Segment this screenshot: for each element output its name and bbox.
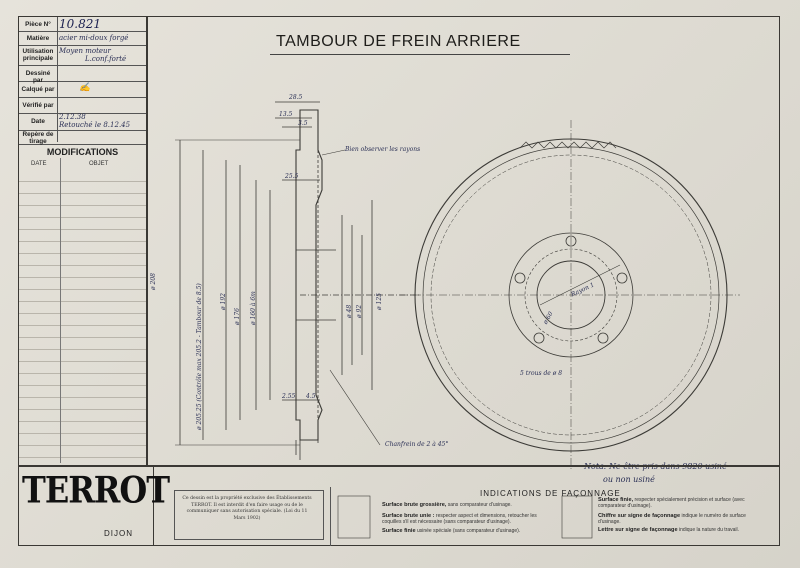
dim-a: 13.5	[279, 111, 293, 118]
modifications-col-date: DATE	[31, 161, 47, 167]
logo-box	[18, 465, 154, 546]
verifie-label: Vérifié par	[22, 102, 54, 109]
rayon-note: Bien observer les rayons	[345, 146, 421, 153]
chanfrein-note: Chanfrein de 2 à 45°	[385, 441, 449, 448]
faconnage-item-1-text: sans comparateur d'usinage.	[447, 502, 512, 508]
faconnage-item-1: Surface brute grossière, sans comparateu…	[382, 502, 552, 508]
faconnage-item-4-title: Surface finie,	[598, 497, 634, 503]
date-value-2: Retouché le 8.12.45	[59, 121, 131, 129]
date-label: Date	[31, 118, 45, 125]
section-profile	[295, 109, 323, 441]
piece-label: Pièce N°	[25, 21, 51, 28]
faconnage-item-2-title: Surface brute unie :	[382, 513, 435, 519]
row-repere: Repère de tirage	[19, 130, 146, 145]
modifications-col-objet: OBJET	[89, 161, 109, 167]
nota-line-2: ou non usiné	[603, 475, 655, 484]
faconnage-item-3-title: Surface finie	[382, 528, 416, 534]
dim-mid: 25.5	[285, 173, 299, 180]
title-block-divider	[57, 17, 58, 142]
diam-3: ø 192	[220, 293, 227, 310]
faconnage-item-2-text: respecter aspect et dimensions, retouche…	[382, 513, 537, 525]
drawing-title: TAMBOUR DE FREIN ARRIERE	[276, 33, 521, 50]
faconnage-item-6-title: Lettre sur signe de façonnage	[598, 527, 678, 533]
diam-4: ø 176	[234, 308, 241, 325]
faconnage-item-4: Surface finie, respecter spécialement pr…	[598, 497, 768, 509]
matiere-value: acier mi-doux forgé	[59, 34, 129, 42]
left-panel-border	[146, 16, 148, 466]
diam-2: ø 205.25 (Contrôle max 205.2 - Tambour d…	[196, 283, 203, 430]
faconnage-item-3-text: usinée spéciale (sans comparateur d'usin…	[416, 528, 521, 534]
faconnage-item-6: Lettre sur signe de façonnage indique la…	[598, 527, 768, 533]
faconnage-title: INDICATIONS DE FAÇONNAGE	[480, 489, 621, 498]
drawing-frame	[18, 16, 780, 546]
calque-signature: ✍	[79, 83, 91, 93]
diam-7: ø 92	[356, 304, 363, 318]
faconnage-item-4-text: respecter spécialement précision et surf…	[598, 497, 745, 509]
logo-subtitle: DIJON	[104, 529, 133, 538]
row-matiere: Matière acier mi-doux forgé	[19, 31, 146, 46]
modifications-lines	[19, 170, 146, 460]
date-value-1: 2.12.38	[59, 113, 86, 121]
dessine-label: Dessiné par	[25, 70, 51, 84]
row-verifie: Vérifié par	[19, 97, 146, 114]
faconnage-item-5: Chiffre sur signe de façonnage indique l…	[598, 513, 768, 525]
property-notice: Ce dessin est la propriété exclusive des…	[182, 496, 312, 521]
dim-b: 3.5	[298, 120, 308, 127]
utilisation-label: Utilisation principale	[22, 48, 54, 62]
diam-9: ø 48	[346, 304, 353, 318]
title-underline	[270, 54, 570, 55]
notice-box	[174, 490, 324, 540]
diam-outer: ø 208	[150, 273, 157, 290]
nota-line-1: Nota: Ne être pris dans 9820 usiné	[584, 462, 727, 471]
row-calque: Calqué par ✍	[19, 81, 146, 98]
utilisation-value-1: Moyen moteur	[59, 47, 111, 55]
bottom-block-line	[18, 465, 780, 467]
dim-bottom-1: 2.55	[282, 393, 296, 400]
faconnage-item-6-text: indique la nature du travail.	[678, 527, 740, 533]
piece-value: 10.821	[59, 17, 101, 31]
modifications-divider	[60, 158, 61, 463]
faconnage-item-1-title: Surface brute grossière,	[382, 502, 447, 508]
row-dessine: Dessiné par	[19, 65, 146, 84]
calque-label: Calqué par	[21, 86, 55, 93]
dim-bottom-2: 4.5	[306, 393, 316, 400]
faconnage-box	[330, 487, 781, 546]
trous-note: 5 trous de ø 8	[520, 370, 563, 377]
matiere-label: Matière	[26, 35, 50, 42]
diam-6: ø 125	[376, 293, 383, 310]
faconnage-item-5-text: indique le numéro de surface d'usinage.	[598, 513, 746, 525]
faconnage-item-5-title: Chiffre sur signe de façonnage	[598, 513, 681, 519]
faconnage-item-2: Surface brute unie : respecter aspect et…	[382, 513, 552, 525]
row-date: Date 2.12.38 Retouché le 8.12.45	[19, 113, 146, 131]
row-piece: Pièce N° 10.821	[19, 17, 146, 32]
terrot-logo: TERROT	[22, 468, 170, 512]
repere-label: Repère de tirage	[22, 131, 54, 145]
diam-5: ø 160 à 6m	[250, 291, 257, 325]
dim-top: 28.5	[289, 94, 303, 101]
faconnage-item-3: Surface finie usinée spéciale (sans comp…	[382, 528, 552, 534]
row-utilisation: Utilisation principale Moyen moteur L.co…	[19, 45, 146, 66]
utilisation-value-2: L.conf.forté	[85, 55, 127, 63]
modifications-title: MODIFICATIONS	[46, 147, 119, 157]
